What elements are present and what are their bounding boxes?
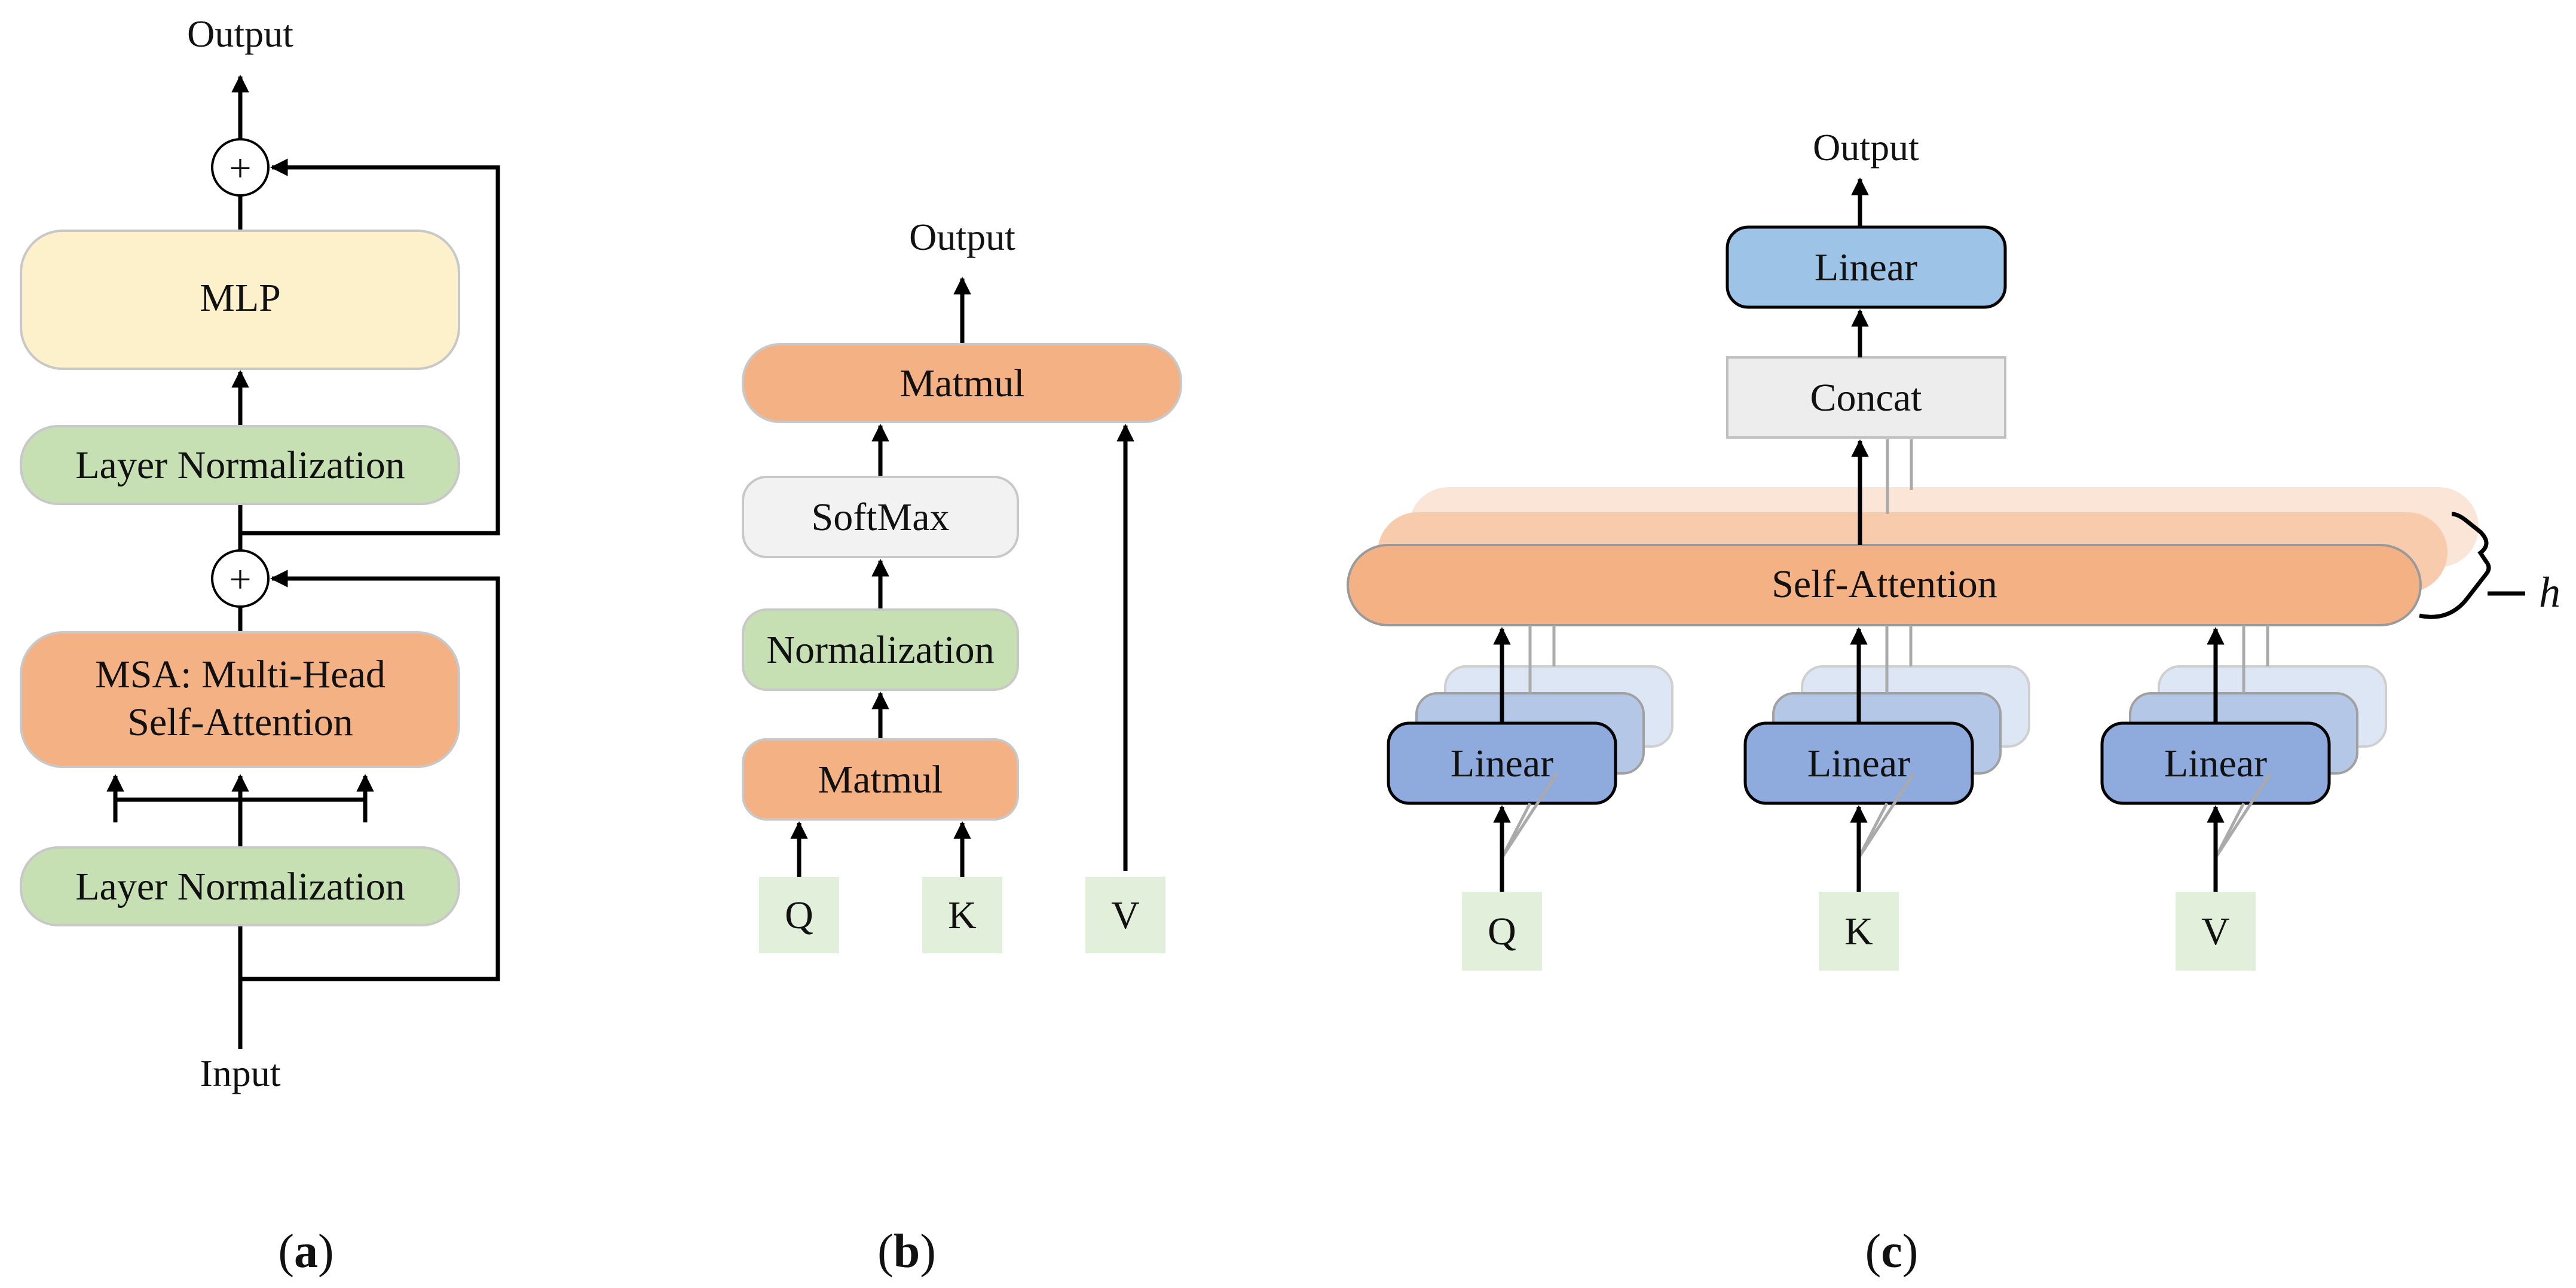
softmax-box [742,476,1019,558]
mlp-label: MLP [200,276,281,320]
matmul-top-box [742,343,1182,423]
plus-bottom: + [229,558,251,601]
h-brace [2419,512,2491,619]
panel-a: MLP Layer Normalization MSA: Multi-Head … [20,13,500,1278]
q-linear-group: Linear Q [1387,625,1674,971]
input-label-a: Input [200,1052,280,1094]
layer-norm-top-box [20,425,460,505]
v-linear-group: Linear V [2100,625,2387,971]
normalization-box [742,608,1019,691]
q-gray-fan-2 [1500,772,1559,859]
layer-norm-bottom-label: Layer Normalization [75,865,405,908]
mlp-box [20,230,460,370]
linear-top-box [1726,225,2007,309]
matmul-bottom-label: Matmul [818,758,943,801]
v-gray-fan-2 [2214,772,2272,859]
layer-norm-bottom-box [20,846,460,926]
k-linear-group: Linear K [1743,625,2030,971]
v-input-c [2176,892,2256,971]
q-input-b [759,877,839,953]
panel-c: Self-Attention h Concat Linear Output Li… [1347,126,2560,1278]
self-attention-box [1347,544,2422,626]
normalization-label: Normalization [766,628,994,672]
linear-top-label: Linear [1815,246,1917,289]
matmul-top-label: Matmul [900,362,1025,405]
k-label-c: K [1844,910,1873,953]
h-label: h [2539,568,2560,616]
linear-v-label: Linear [2164,742,2267,785]
output-label-c: Output [1813,126,1919,169]
k-input-b [922,877,1002,953]
caption-a: (a) [278,1225,334,1278]
matmul-bottom-box [742,738,1019,821]
msa-label-line1: MSA: Multi-Head [95,653,386,696]
q-input-c [1462,892,1542,971]
k-input-c [1819,892,1899,971]
concat-label: Concat [1810,376,1922,420]
panel-b: Matmul SoftMax Normalization Matmul Q K … [742,216,1182,1278]
k-label-b: K [948,894,977,937]
add-circle-bottom [211,549,270,608]
caption-b: (b) [877,1225,936,1278]
linear-q-label: Linear [1451,742,1553,785]
v-label-c: V [2201,910,2230,953]
caption-c: (c) [1865,1225,1919,1278]
add-circle-top [211,138,270,197]
residual-arrow-1 [240,570,500,981]
self-attention-label: Self-Attention [1772,562,1997,606]
msa-label-line2: Self-Attention [127,700,353,744]
layer-norm-top-label: Layer Normalization [75,443,405,487]
q-label-b: Q [785,894,813,937]
k-gray-fan-2 [1857,772,1916,859]
q-label-c: Q [1488,910,1516,953]
v-input-b [1085,877,1165,953]
output-label-a: Output [187,13,293,55]
output-label-b: Output [909,216,1015,258]
plus-top: + [229,146,251,190]
linear-k-label: Linear [1807,742,1910,785]
softmax-label: SoftMax [812,495,950,539]
concat-box [1726,356,2006,439]
v-label-b: V [1111,894,1140,937]
residual-arrow-2 [240,158,500,536]
msa-box [20,631,460,768]
